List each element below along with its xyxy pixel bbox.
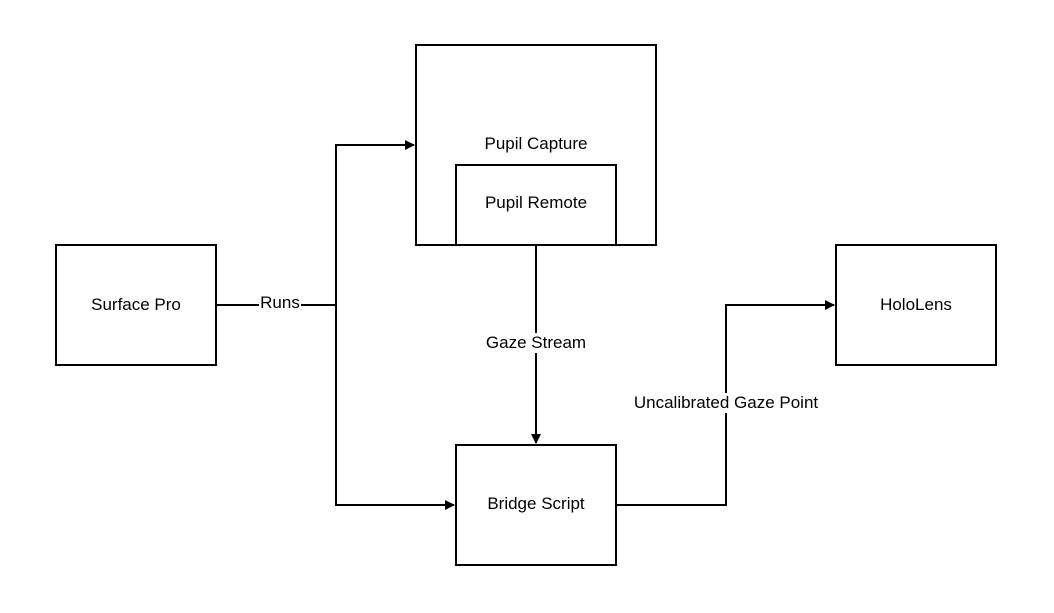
runs-edge-label: Runs [259,293,301,313]
surface-pro-node: Surface Pro [55,244,217,366]
hololens-node: HoloLens [835,244,997,366]
pupil-remote-node: Pupil Remote [455,164,617,246]
pupil-capture-label: Pupil Capture [484,134,588,153]
runs-to-pupil-capture-arrow [335,140,415,305]
bridge-script-node: Bridge Script [455,444,617,566]
runs-to-bridge-script-arrow [335,305,455,510]
uncalibrated-gaze-point-edge-label: Uncalibrated Gaze Point [626,393,826,413]
pupil-remote-label: Pupil Remote [484,193,588,212]
surface-pro-label: Surface Pro [91,295,181,314]
bridge-script-label: Bridge Script [487,494,585,513]
gaze-stream-edge-label: Gaze Stream [480,333,592,353]
hololens-label: HoloLens [880,295,952,314]
